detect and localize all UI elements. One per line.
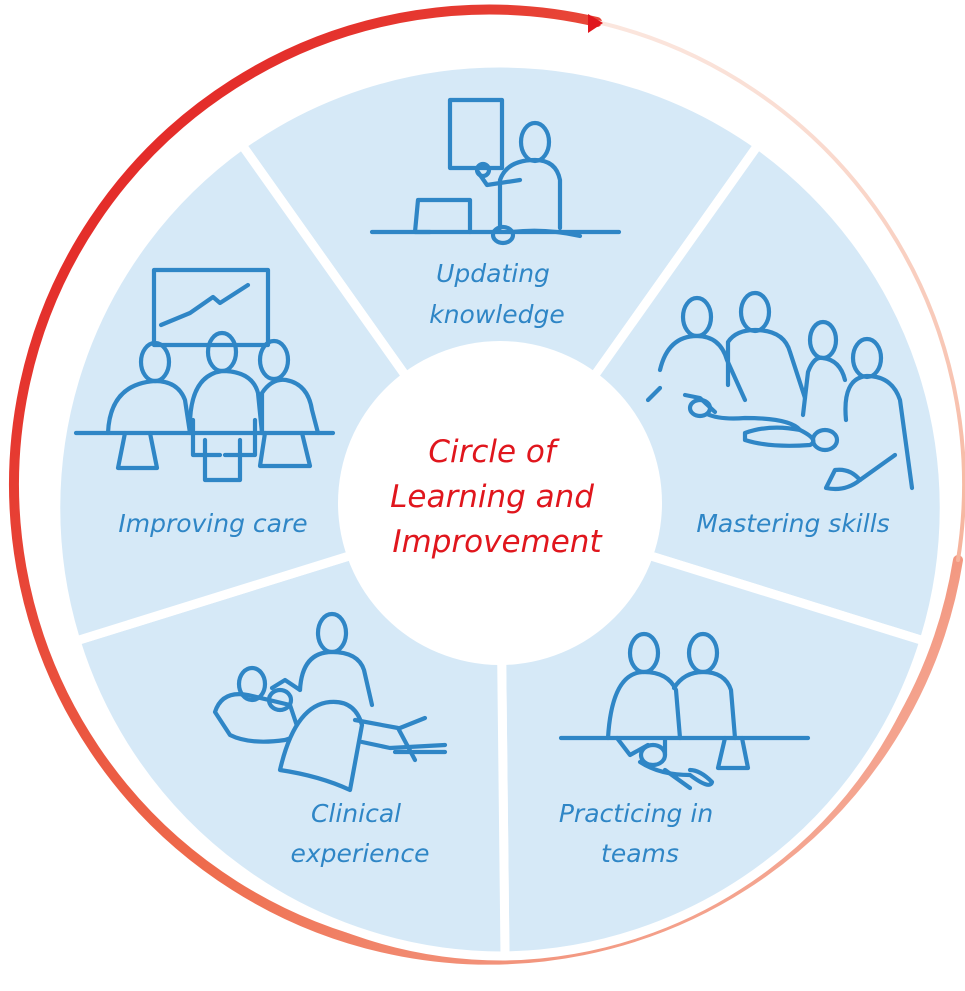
arrow-head-icon [588,14,603,33]
svg-text:Clinical experience: Clinical experience [290,799,429,868]
group-practicing-manikins-icon [645,290,915,492]
label-clinical-line2: experience [290,839,429,868]
pair-practicing-manikin-icon [558,631,811,791]
label-mastering: Mastering skills [696,509,889,538]
svg-text:Mastering skills: Mastering skills [696,509,889,538]
segment-updating [237,58,763,514]
svg-text:Improving care: Improving care [118,509,307,538]
center-title-line2: Learning and [390,479,594,515]
label-updating-line1: Updating [436,259,550,288]
center-circle [338,341,662,665]
center-title-line3: Improvement [392,524,603,560]
svg-text:Updating knowledge: Updating knowledge [429,259,565,329]
label-updating-line2: knowledge [429,300,565,329]
label-practicing-line1: Practicing in [559,799,713,828]
label-improving: Improving care [118,509,307,538]
presenter-with-board-icon [369,97,622,246]
center-title-line1: Circle of [428,434,560,470]
label-clinical-line1: Clinical [311,799,401,828]
birth-attendant-with-mother-icon [212,611,448,793]
svg-text:Practicing in teams: Practicing in teams [559,799,721,868]
label-practicing-line2: teams [601,839,679,868]
team-reviewing-chart-icon [73,267,336,483]
svg-text:Circle of Learning and: Circle of Learning and Improvement [390,434,604,560]
